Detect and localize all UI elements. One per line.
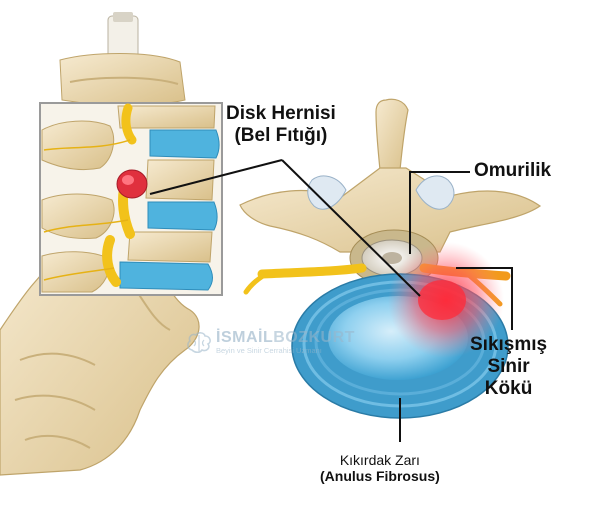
omurilik-leader	[409, 171, 470, 254]
kikirdak-zari-label: Kıkırdak Zarı (Anulus Fibrosus)	[320, 452, 440, 485]
disk-hernisi-label: Disk Hernisi (Bel Fıtığı)	[226, 103, 336, 146]
sinir-koku-leader	[456, 267, 513, 330]
leader-lines	[149, 159, 513, 442]
upper-vertebra	[59, 12, 186, 106]
watermark-name: İSMAİLBOZKURT	[216, 329, 355, 346]
disk-hernisi-leader-inset	[149, 159, 283, 195]
lateral-view-inset	[39, 102, 223, 296]
sikismis-sinir-koku-label: Sıkışmış Sinir Kökü	[470, 334, 548, 399]
omurilik-label: Omurilik	[474, 160, 552, 181]
axial-vertebra	[239, 98, 542, 419]
watermark-tagline: Beyin ve Sinir Cerrahisi Uzmanı	[216, 346, 322, 355]
brain-icon	[187, 331, 211, 353]
disk-hernisi-leader-axial	[281, 159, 421, 297]
watermark: İSMAİLBOZKURT Beyin ve Sinir Cerrahisi U…	[186, 330, 355, 355]
